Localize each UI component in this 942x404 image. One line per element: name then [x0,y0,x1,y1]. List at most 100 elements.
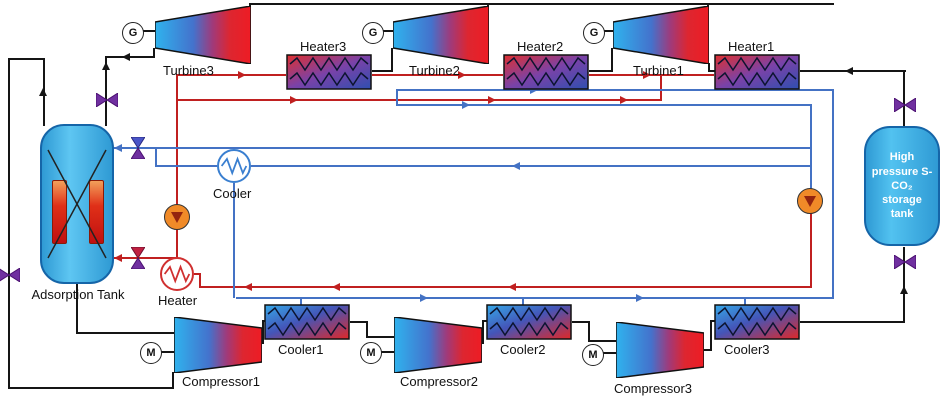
hot-pipe [660,74,662,101]
cold-pipe [233,183,235,298]
gas-pipe [8,387,174,389]
adsorbent-bed [52,180,67,244]
cold-pipe [236,297,834,299]
cooler3-exchanger [714,304,800,340]
flow-arrow [332,283,340,291]
shaft [142,30,155,32]
cooler-unit-label: Cooler [213,186,252,201]
gas-pipe [250,3,834,5]
cold-pipe [396,89,398,106]
valve-icon [95,92,119,108]
heater1-label: Heater1 [728,39,775,54]
hot-pipe [589,74,714,76]
shaft [603,30,613,32]
hot-pipe [177,74,286,76]
turbine1-label: Turbine1 [633,63,684,78]
cold-pipe [155,147,157,167]
cold-pipe [832,89,834,299]
flow-arrow [39,88,47,96]
gas-pipe [76,332,174,334]
compressor-1 [174,317,262,373]
motor-circle: M [360,342,382,364]
cold-pipe [251,165,812,167]
cooler2-label: Cooler2 [500,342,546,357]
compressor2-label: Compressor2 [400,374,479,389]
heater-unit-icon [160,257,194,291]
gas-pipe [903,70,905,128]
flow-arrow [636,294,644,302]
compressor-3 [616,322,704,378]
turbine-2 [393,6,489,64]
compressor1-label: Compressor1 [182,374,261,389]
flow-arrow [114,144,122,152]
heater-unit-label: Heater [158,293,198,308]
gas-pipe [76,284,78,334]
gas-pipe [903,247,905,323]
motor-label: M [146,347,156,359]
turbine-3 [155,6,251,64]
gas-pipe [372,70,393,72]
pump-impeller [804,195,816,207]
gas-pipe [800,70,906,72]
cooler1-exchanger [264,304,350,340]
gas-pipe [172,372,174,389]
pump-impeller [171,211,183,223]
flow-arrow [114,254,122,262]
gas-pipe [572,321,590,323]
gas-pipe [710,320,712,350]
generator-circle: G [122,22,144,44]
gas-pipe [800,321,905,323]
shaft [382,30,393,32]
generator-label: G [368,27,378,39]
pump-icon [164,204,190,230]
motor-label: M [588,349,598,361]
cold-pipe [810,104,812,190]
cold-pipe [300,298,302,305]
shaft [602,352,616,354]
cold-pipe [398,104,812,106]
hot-pipe [201,286,812,288]
adsorption-tank-label: Adsorption Tank [31,287,125,302]
flow-arrow [420,294,428,302]
cold-pipe [112,147,812,149]
flow-arrow [458,71,466,79]
gas-pipe [262,321,264,344]
generator-label: G [589,27,599,39]
flow-arrow [238,71,246,79]
hot-pipe [177,99,662,101]
cooler3-label: Cooler3 [724,342,770,357]
pump-icon [797,188,823,214]
gas-pipe [708,70,716,72]
cold-pipe [396,89,834,91]
heater2-label: Heater2 [517,39,564,54]
heater3-exchanger [286,54,372,90]
valve-icon [893,254,917,270]
cold-pipe [744,298,746,305]
cold-pipe [522,298,524,305]
hot-pipe [372,74,503,76]
gas-pipe [350,321,368,323]
valve-icon [0,267,21,283]
heater1-exchanger [714,54,800,90]
hot-pipe [194,273,201,275]
motor-label: M [366,347,376,359]
flow-arrow [512,162,520,170]
gas-pipe [8,58,45,60]
gas-pipe [482,320,488,322]
turbine2-label: Turbine2 [409,63,460,78]
flow-arrow [620,96,628,104]
flow-arrow [102,62,110,70]
gas-pipe [589,70,613,72]
high-pressure-storage-tank: High pressure S-CO₂ storage tank [864,126,940,246]
gas-pipe [105,56,107,126]
hot-pipe [199,275,201,288]
gas-pipe [106,56,155,58]
generator-label: G [128,27,138,39]
tank-cross-braces [47,149,107,259]
motor-circle: M [582,344,604,366]
compressor-2 [394,317,482,373]
gas-pipe [366,321,368,338]
hot-pipe [810,212,812,288]
gas-pipe [710,320,715,322]
